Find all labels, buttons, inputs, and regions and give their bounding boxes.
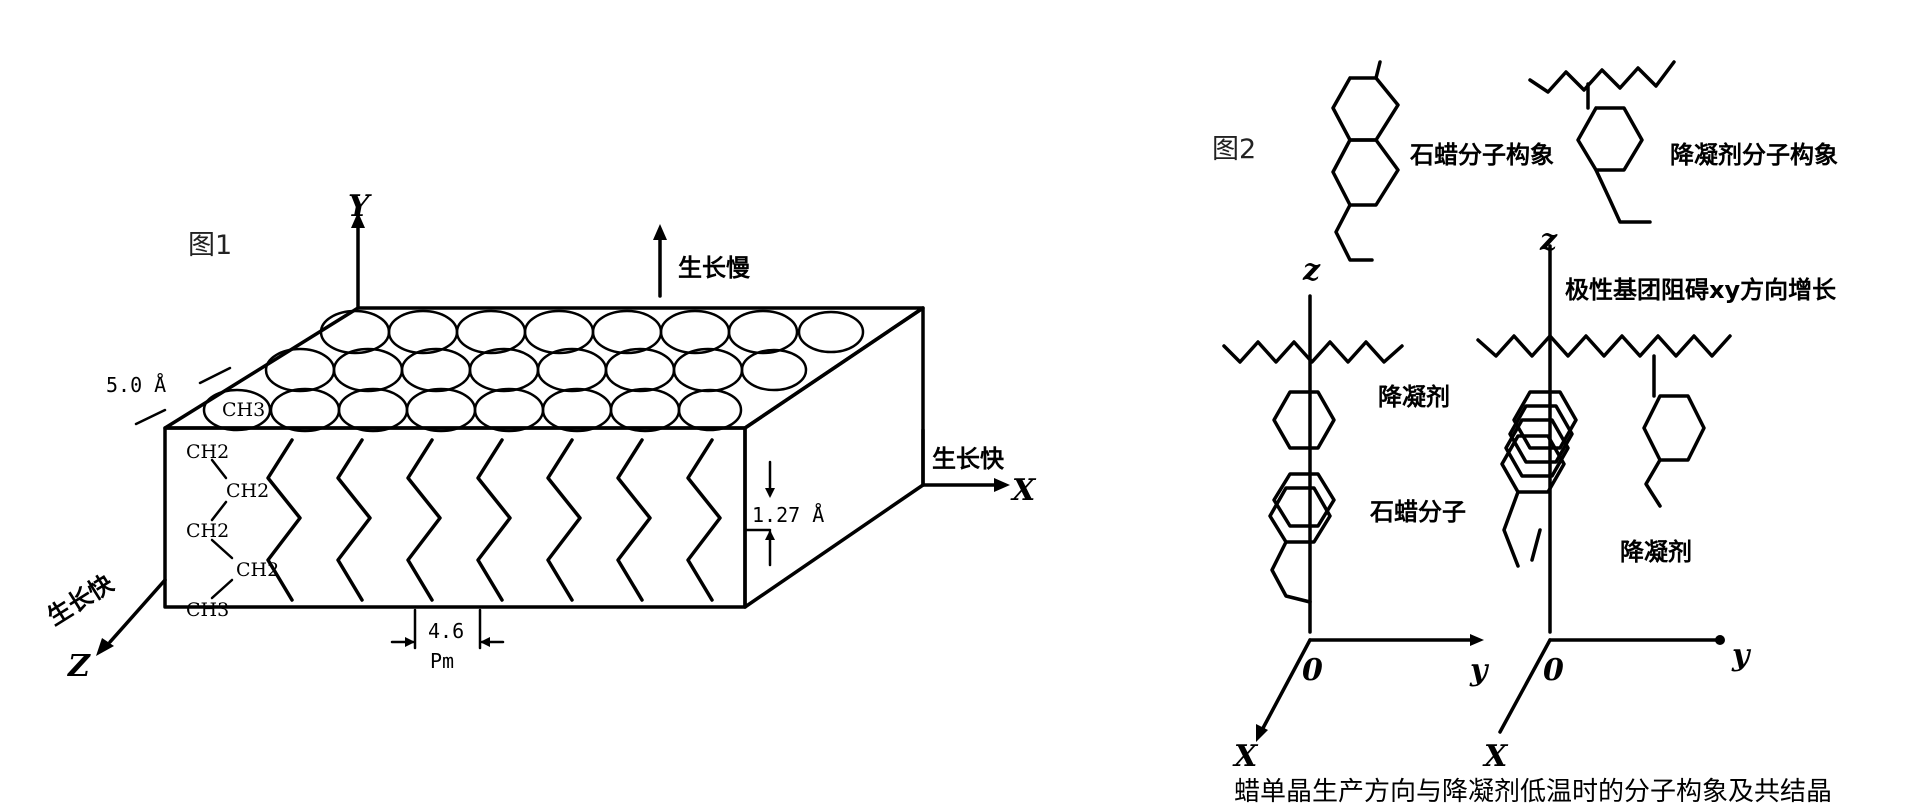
legend-depressant-label: 降凝剂分子构象 bbox=[1670, 141, 1838, 169]
legend-depressant: 降凝剂分子构象 bbox=[1528, 60, 1838, 224]
growth-fast-z-label: 生长快 bbox=[42, 569, 119, 631]
chain-label-5: CH2 bbox=[236, 559, 279, 581]
x-axis: X 生长快 bbox=[921, 428, 1037, 508]
right-cocrystal: z 极性基团阻碍xy方向增长 降凝剂 0 y X bbox=[1476, 223, 1837, 774]
growth-fast-x-label: 生长快 bbox=[932, 445, 1005, 473]
z-axis: Z 生长快 bbox=[42, 569, 167, 684]
left-x-axis-label: X bbox=[1232, 739, 1259, 774]
right-origin-label: 0 bbox=[1543, 653, 1564, 688]
left-cocrystal: z 降凝剂 石蜡分子 0 y X bbox=[1222, 253, 1490, 774]
right-y-axis-label: y bbox=[1731, 638, 1752, 673]
figure-2-title: 图2 bbox=[1212, 134, 1256, 165]
figure-1: 图1 Y 生长慢 bbox=[42, 189, 1037, 684]
spacing-bottom-value: 4.6 bbox=[428, 619, 464, 643]
chain-label-3: CH2 bbox=[226, 480, 269, 502]
left-z-axis-label: z bbox=[1302, 253, 1321, 288]
spacing-top: 5.0 Å bbox=[106, 366, 232, 426]
growth-slow-label: 生长慢 bbox=[678, 254, 751, 282]
left-paraffin-label: 石蜡分子 bbox=[1369, 498, 1466, 526]
spacing-bottom: 4.6 Pm bbox=[390, 608, 505, 673]
chain-label-2: CH2 bbox=[186, 441, 229, 463]
spacing-top-label: 5.0 Å bbox=[106, 373, 166, 397]
figure-caption: 蜡单晶生产方向与降凝剂低温时的分子构象及共结晶 bbox=[1234, 777, 1832, 807]
y-axis: Y bbox=[348, 189, 372, 310]
left-depressant-label: 降凝剂 bbox=[1378, 383, 1450, 411]
chain-labels: CH3 CH2 CH2 CH2 CH2 CH3 bbox=[186, 399, 279, 621]
figure-2: 图2 石蜡分子构象 降凝剂分子构象 z 降凝剂 bbox=[1212, 60, 1838, 807]
legend-paraffin: 石蜡分子构象 bbox=[1331, 60, 1554, 262]
spacing-right-label: 1.27 Å bbox=[752, 503, 824, 527]
z-axis-label: Z bbox=[67, 649, 91, 684]
x-axis-label: X bbox=[1010, 473, 1037, 508]
right-x-axis-label: X bbox=[1482, 739, 1509, 774]
growth-slow-arrow: 生长慢 bbox=[653, 224, 751, 298]
right-z-axis-label: z bbox=[1539, 223, 1558, 258]
carbon-chains bbox=[266, 438, 722, 602]
left-y-axis-label: y bbox=[1469, 653, 1490, 688]
chain-label-4: CH2 bbox=[186, 520, 229, 542]
chain-label-1: CH3 bbox=[222, 399, 265, 421]
right-depressant-label: 降凝剂 bbox=[1620, 538, 1692, 566]
spacing-bottom-unit: Pm bbox=[430, 649, 454, 673]
spacing-right: 1.27 Å bbox=[743, 460, 824, 567]
y-axis-label: Y bbox=[348, 189, 372, 224]
legend-paraffin-label: 石蜡分子构象 bbox=[1409, 141, 1554, 169]
molecule-ends bbox=[202, 309, 865, 433]
left-origin-label: 0 bbox=[1302, 653, 1323, 688]
figure-1-title: 图1 bbox=[188, 230, 232, 261]
polar-group-note: 极性基团阻碍xy方向增长 bbox=[1565, 276, 1837, 304]
chain-label-6: CH3 bbox=[186, 599, 229, 621]
